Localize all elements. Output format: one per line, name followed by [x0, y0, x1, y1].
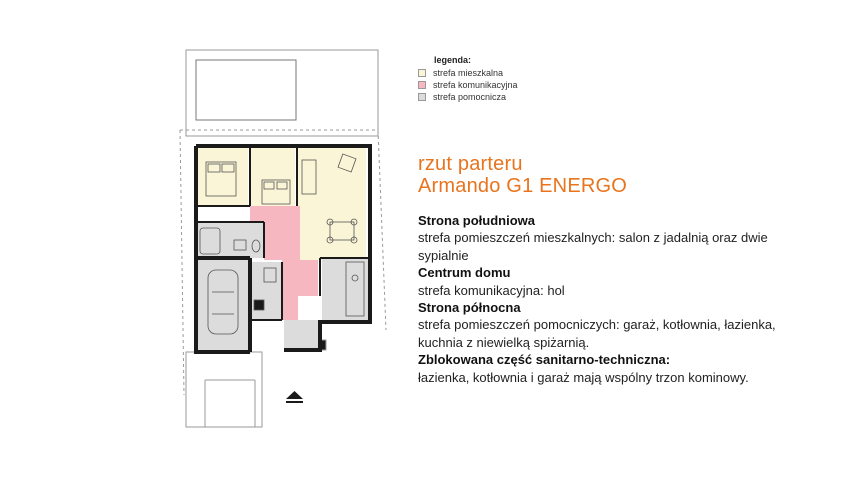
plan-title: rzut parteru Armando G1 ENERGO: [418, 153, 627, 197]
boiler: [263, 267, 277, 283]
legend-item-living: strefa mieszkalna: [418, 67, 578, 79]
legend-label: strefa mieszkalna: [433, 68, 504, 78]
legend-item-circulation: strefa komunikacyjna: [418, 79, 578, 91]
garage: [196, 258, 250, 350]
inner-walls: [198, 148, 370, 321]
hall: [250, 206, 318, 320]
section-heading-south: Strona południowa: [418, 213, 535, 228]
boiler-room: [252, 262, 282, 320]
bed-2: [261, 179, 291, 205]
toilet: [251, 239, 261, 253]
section-text-north: strefa pomieszczeń pomocniczych: garaż, …: [418, 317, 776, 350]
service-zone: [196, 222, 368, 350]
legend-swatch: [418, 69, 426, 77]
legend-swatch: [418, 81, 426, 89]
armchair: [337, 153, 357, 173]
section-text-sanitary: łazienka, kotłownia i garaż mają wspólny…: [418, 369, 749, 385]
car: [207, 269, 239, 335]
section-heading-sanitary: Zblokowana część sanitarno-techniczna:: [418, 352, 671, 368]
sofa: [301, 159, 317, 195]
bed-1: [205, 161, 237, 197]
bedroom-1: [198, 148, 248, 206]
vestibule: [284, 320, 320, 348]
entrance-arrow-icon: [286, 391, 303, 403]
legend-label: strefa komunikacyjna: [433, 80, 518, 90]
legend-title: legenda:: [434, 55, 472, 65]
kitchen: [322, 258, 368, 320]
legend: legenda: strefa mieszkalna strefa komuni…: [418, 55, 578, 103]
bedroom-2: [251, 148, 295, 206]
washbasin: [233, 239, 247, 251]
dining-table: [329, 221, 355, 241]
walls: [194, 144, 372, 354]
title-floor: rzut parteru: [418, 153, 523, 175]
kitchen-counter: [345, 261, 365, 317]
bathroom: [198, 222, 264, 258]
legend-swatch: [418, 93, 426, 101]
section-text-center: strefa komunikacyjna: hol: [418, 282, 565, 298]
legend-item-service: strefa pomocnicza: [418, 91, 578, 103]
title-house-name: Armando G1 ENERGO: [418, 175, 628, 197]
section-text-south: strefa pomieszczeń mieszkalnych: salon z…: [418, 230, 768, 263]
furniture: [199, 153, 365, 335]
description: Strona południowa strefa pomieszczeń mie…: [418, 212, 818, 386]
legend-label: strefa pomocnicza: [433, 92, 507, 102]
bathtub: [199, 227, 221, 255]
section-heading-center: Centrum domu: [418, 265, 511, 281]
dining-area: [318, 200, 366, 258]
section-heading-north: Strona północna: [418, 300, 521, 316]
